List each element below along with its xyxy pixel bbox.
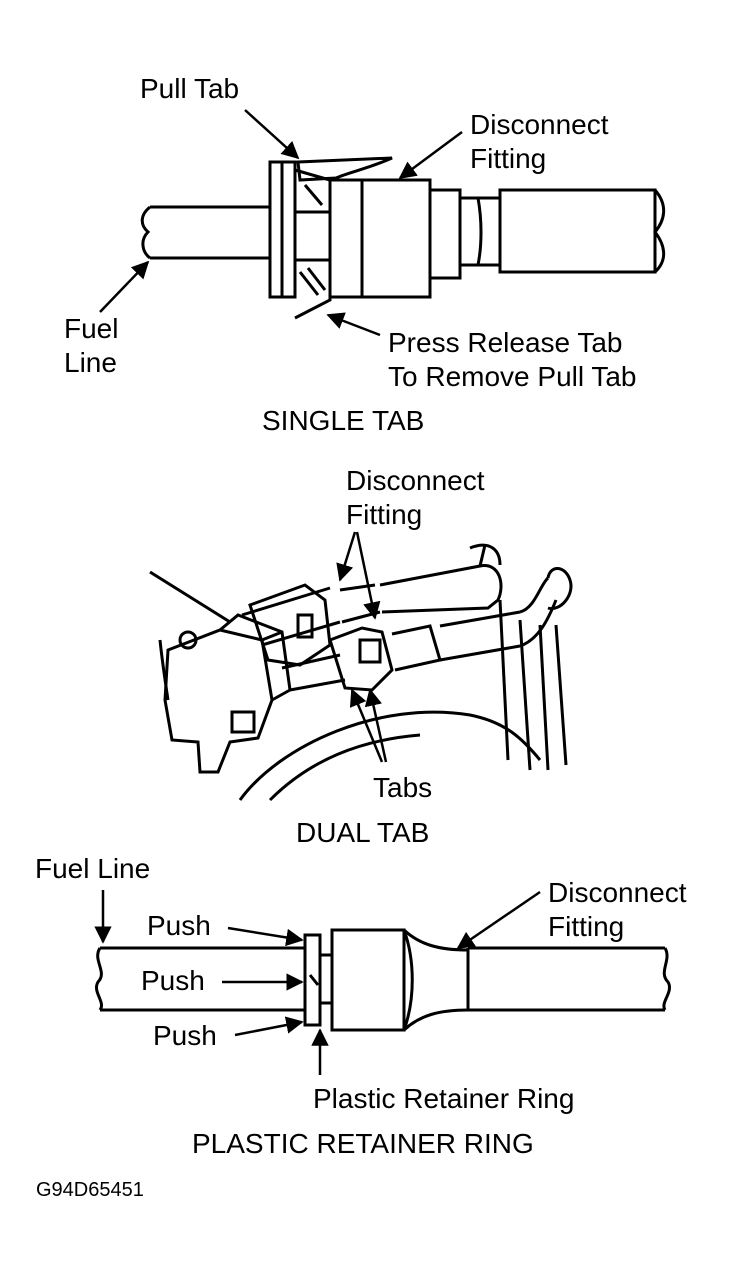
single-tab-caption: SINGLE TAB: [262, 405, 424, 436]
press-release-label-1: Press Release Tab: [388, 327, 623, 358]
single-fuel-label-2: Line: [64, 347, 117, 378]
ring-disconnect-label-2: Fitting: [548, 911, 624, 942]
ring-disconnect-label-1: Disconnect: [548, 877, 687, 908]
dual-tab-caption: DUAL TAB: [296, 817, 429, 848]
push-label-bottom: Push: [153, 1020, 217, 1051]
single-disconnect-label-1: Disconnect: [470, 109, 609, 140]
retainer-ring-illustration: [95, 928, 671, 1032]
single-disconnect-label-2: Fitting: [470, 143, 546, 174]
retainer-ring-caption: PLASTIC RETAINER RING: [192, 1128, 534, 1159]
single-fuel-label-1: Fuel: [64, 313, 118, 344]
single-tab-arrows: [99, 109, 463, 337]
single-tab-illustration: [140, 156, 666, 320]
pull-tab-label: Pull Tab: [140, 73, 239, 104]
dual-disconnect-label-2: Fitting: [346, 499, 422, 530]
tabs-label: Tabs: [373, 772, 432, 803]
push-label-top: Push: [147, 910, 211, 941]
retainer-ring-arrows: [94, 890, 541, 1075]
plastic-ring-label: Plastic Retainer Ring: [313, 1083, 574, 1114]
dual-disconnect-label-1: Disconnect: [346, 465, 485, 496]
push-label-middle: Push: [141, 965, 205, 996]
figure-id: G94D65451: [36, 1179, 144, 1201]
dual-tab-illustration: [149, 543, 573, 802]
dual-tab-arrows: [336, 531, 388, 763]
press-release-label-2: To Remove Pull Tab: [388, 361, 637, 392]
ring-fuel-line-label: Fuel Line: [35, 853, 150, 884]
